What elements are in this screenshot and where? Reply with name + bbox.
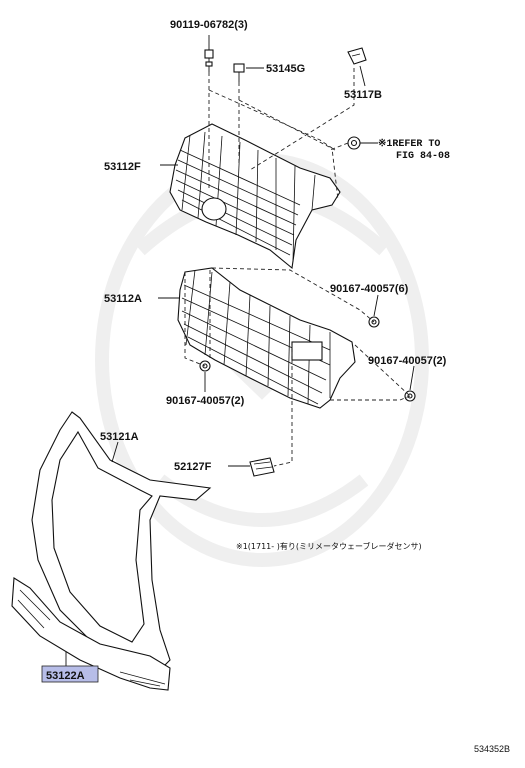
label-52127f: 52127F	[174, 461, 212, 473]
upper-grille-53112f	[169, 123, 341, 270]
screw-90119	[204, 49, 214, 72]
diagram-code: 534352B	[474, 744, 510, 754]
cover-52127f	[249, 457, 275, 477]
nut-refer	[347, 136, 361, 150]
label-90167-right-upper: 90167-40057(6)	[330, 283, 409, 295]
emblem-opening-upper	[201, 197, 227, 221]
leader-lines	[65, 35, 415, 666]
label-53112f: 53112F	[104, 161, 141, 173]
label-53122a: 53122A	[46, 670, 85, 682]
label-refer-note-2: FIG 84-08	[396, 151, 450, 162]
label-53121a: 53121A	[100, 431, 139, 443]
lower-molding-53122a	[11, 577, 171, 691]
label-90119-06782: 90119-06782(3)	[170, 19, 248, 31]
highlight-53122a: 53122A	[41, 665, 99, 683]
sensor-opening	[291, 341, 323, 361]
assembly-lines	[184, 68, 411, 467]
lower-grille-53112a	[177, 267, 356, 409]
highlight-box	[41, 665, 99, 683]
footnote-radar-sensor: ※1(1711- )有り(ミリメータウェーブレーダセンサ)	[236, 541, 422, 551]
label-53112a: 53112A	[104, 293, 142, 305]
label-90167-right-lower: 90167-40057(2)	[368, 355, 447, 367]
label-53145g: 53145G	[266, 63, 305, 75]
part-labels: 90119-06782(3) 53145G 53117B ※1REFER TO …	[100, 19, 450, 551]
label-refer-note-1: ※1REFER TO	[378, 138, 440, 150]
label-53117b: 53117B	[344, 89, 382, 101]
grille-molding-53121a	[31, 411, 212, 671]
bracket-53117b	[347, 47, 367, 65]
clip-53145g	[233, 63, 245, 82]
label-90167-left: 90167-40057(2)	[166, 395, 245, 407]
